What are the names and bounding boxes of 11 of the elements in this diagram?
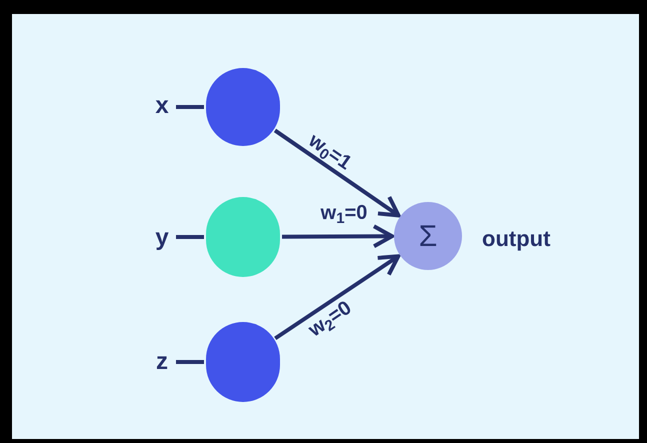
arrow	[282, 224, 394, 248]
edge-label: w$_{1}$=0	[318, 202, 370, 223]
arrow	[274, 254, 400, 340]
arrow	[274, 128, 400, 218]
connector-line	[176, 235, 204, 239]
input-label: y	[150, 224, 174, 252]
connector-line	[176, 105, 204, 109]
connector-line	[176, 360, 204, 364]
input-label: z	[150, 348, 174, 376]
output-label: output	[482, 225, 550, 253]
input-label: x	[150, 92, 174, 120]
